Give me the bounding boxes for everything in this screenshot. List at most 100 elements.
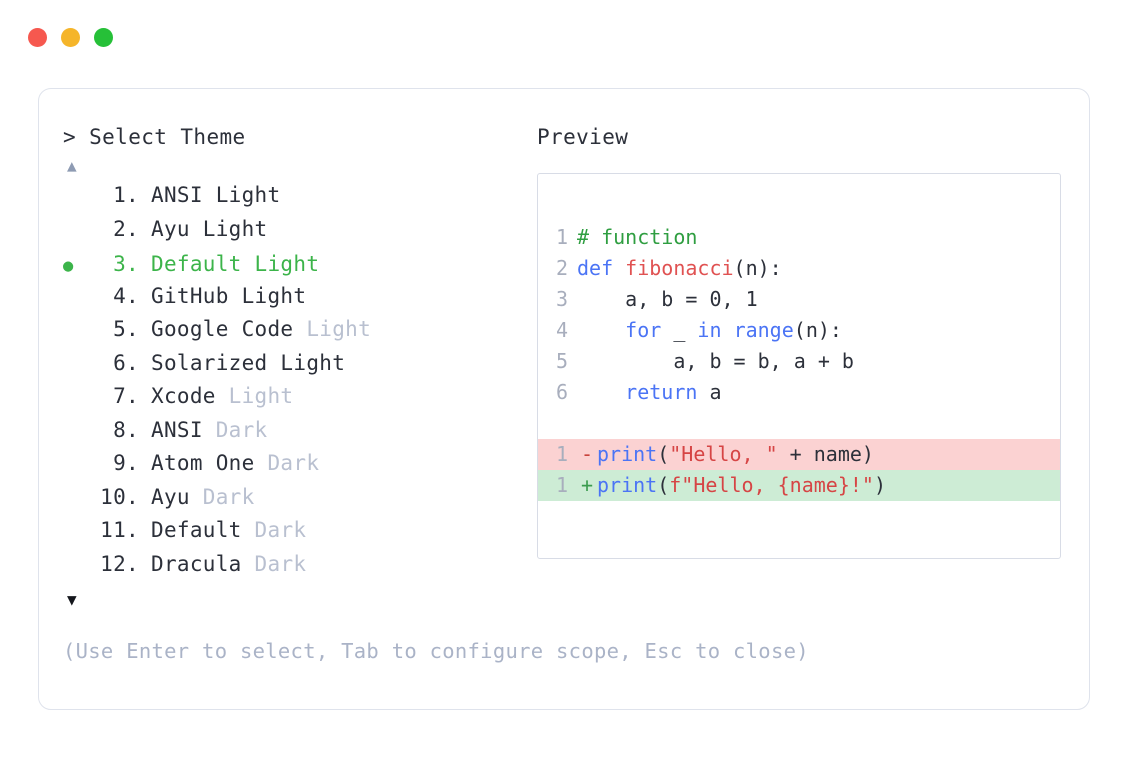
theme-item-name: Solarized Light	[151, 350, 346, 375]
theme-list-item[interactable]: 9. Atom One Dark	[63, 451, 533, 485]
theme-list-item[interactable]: 10. Ayu Dark	[63, 485, 533, 519]
code-token-keyword: for	[625, 318, 662, 342]
theme-item-name: Google Code	[151, 317, 294, 341]
code-line: 6 return a	[538, 377, 1060, 408]
code-line-text: # function	[577, 222, 697, 253]
diff-line-add: 1 +print(f"Hello, {name}!")	[538, 470, 1060, 501]
code-token-keyword: def	[577, 256, 626, 280]
line-number: 5	[555, 349, 568, 373]
line-number: 1	[555, 442, 568, 466]
theme-item-number: 12.	[100, 551, 139, 576]
code-token-plain: (n):	[733, 256, 782, 280]
theme-item-variant-tag: Light	[293, 317, 372, 341]
diff-marker: +	[580, 473, 594, 497]
scroll-down-icon[interactable]: ▼	[67, 590, 77, 609]
code-token-builtin: range	[733, 318, 794, 342]
theme-list-item[interactable]: 5. Google Code Light	[63, 317, 533, 351]
theme-item-variant-tag: Dark	[202, 417, 268, 442]
theme-list-item[interactable]: 8.ANSI Dark	[63, 418, 533, 452]
theme-item-variant-tag: Light	[215, 384, 294, 408]
scroll-up-icon[interactable]: ▲	[67, 156, 77, 175]
code-line-text: def fibonacci(n):	[577, 253, 782, 284]
theme-item-name: ANSI Light	[151, 183, 281, 207]
theme-item-name: Default Light	[151, 252, 320, 276]
theme-item-variant-tag: Dark	[241, 551, 307, 576]
theme-list-item[interactable]: 12. Dracula Dark	[63, 552, 533, 586]
theme-list-item[interactable]: ● 3. Default Light	[63, 250, 533, 284]
line-number: 1	[555, 473, 568, 497]
window-titlebar	[28, 28, 113, 47]
code-token-plain: (	[657, 473, 670, 497]
theme-item-name: Ayu	[151, 484, 190, 509]
theme-item-name: ANSI	[151, 417, 203, 442]
preview-label: Preview	[537, 125, 629, 149]
code-token-plain: )	[873, 473, 887, 497]
theme-item-name: Atom One	[151, 451, 255, 475]
code-line: 5 a, b = b, a + b	[538, 346, 1060, 377]
code-token-plain: _	[661, 318, 698, 342]
code-token-plain	[722, 318, 734, 342]
code-line: 3 a, b = 0, 1	[538, 284, 1060, 315]
code-token-plain	[577, 318, 625, 342]
theme-item-name: Xcode	[151, 384, 216, 408]
code-line-text: a, b = 0, 1	[577, 284, 758, 315]
code-line: 2 def fibonacci(n):	[538, 253, 1060, 284]
code-token-keyword: return	[625, 380, 698, 404]
line-number: 3	[555, 287, 568, 311]
code-token-string: f"Hello, {name}!"	[669, 473, 874, 497]
diff-marker: -	[580, 442, 594, 466]
selected-bullet-icon: ●	[63, 256, 74, 276]
theme-item-name: Dracula	[151, 551, 242, 576]
theme-list-item[interactable]: 11. Default Dark	[63, 518, 533, 552]
theme-list-item[interactable]: 7. Xcode Light	[63, 384, 533, 418]
code-token-func: fibonacci	[625, 256, 734, 280]
close-button[interactable]	[28, 28, 47, 47]
code-line-text: print(f"Hello, {name}!")	[597, 470, 886, 501]
diff-line-del: 1-print("Hello, " + name)	[538, 439, 1060, 470]
code-line-text: print("Hello, " + name)	[597, 439, 874, 470]
theme-item-number: 5.	[113, 317, 139, 341]
theme-item-variant-tag: Dark	[254, 451, 320, 475]
code-token-plain: a, b = b, a + b	[577, 349, 854, 373]
code-line-text: a, b = b, a + b	[577, 346, 854, 377]
code-token-builtin: print	[597, 442, 658, 466]
theme-item-variant-tag: Dark	[241, 518, 307, 542]
code-token-plain: + name)	[777, 442, 874, 466]
theme-item-number: 10.	[100, 484, 139, 509]
line-number: 1	[555, 225, 568, 249]
code-token-plain: (	[657, 442, 670, 466]
theme-item-name: Default	[151, 518, 242, 542]
theme-item-number: 3.	[113, 252, 139, 276]
code-token-builtin: print	[597, 473, 658, 497]
theme-list-item[interactable]: 4.GitHub Light	[63, 284, 533, 318]
code-token-plain: (n):	[793, 318, 842, 342]
theme-item-number: 9.	[113, 451, 139, 475]
diff-sample: 1-print("Hello, " + name)1+print(f"Hello…	[538, 439, 1060, 501]
code-token-plain	[577, 380, 625, 404]
line-number: 6	[555, 380, 568, 404]
code-line-text: return a	[577, 377, 721, 408]
theme-list-item[interactable]: 6.Solarized Light	[63, 351, 533, 385]
theme-item-number: 1.	[113, 183, 139, 207]
theme-item-number: 2.	[113, 216, 139, 241]
line-number: 4	[555, 318, 568, 342]
code-token-comment: # function	[577, 225, 698, 249]
theme-item-name: Ayu Light	[151, 216, 268, 241]
line-number: 2	[555, 256, 568, 280]
code-line: 1 # function	[538, 222, 1060, 253]
code-token-keyword: in	[697, 318, 722, 342]
code-token-plain: a, b = 0, 1	[577, 287, 758, 311]
maximize-button[interactable]	[94, 28, 113, 47]
theme-item-number: 7.	[113, 384, 139, 408]
code-token-string: "Hello, "	[669, 442, 778, 466]
theme-list-item[interactable]: 2. Ayu Light	[63, 217, 533, 251]
theme-list-item[interactable]: 1. ANSI Light	[63, 183, 533, 217]
theme-item-variant-tag: Dark	[189, 484, 255, 509]
theme-item-number: 11.	[100, 518, 139, 542]
minimize-button[interactable]	[61, 28, 80, 47]
